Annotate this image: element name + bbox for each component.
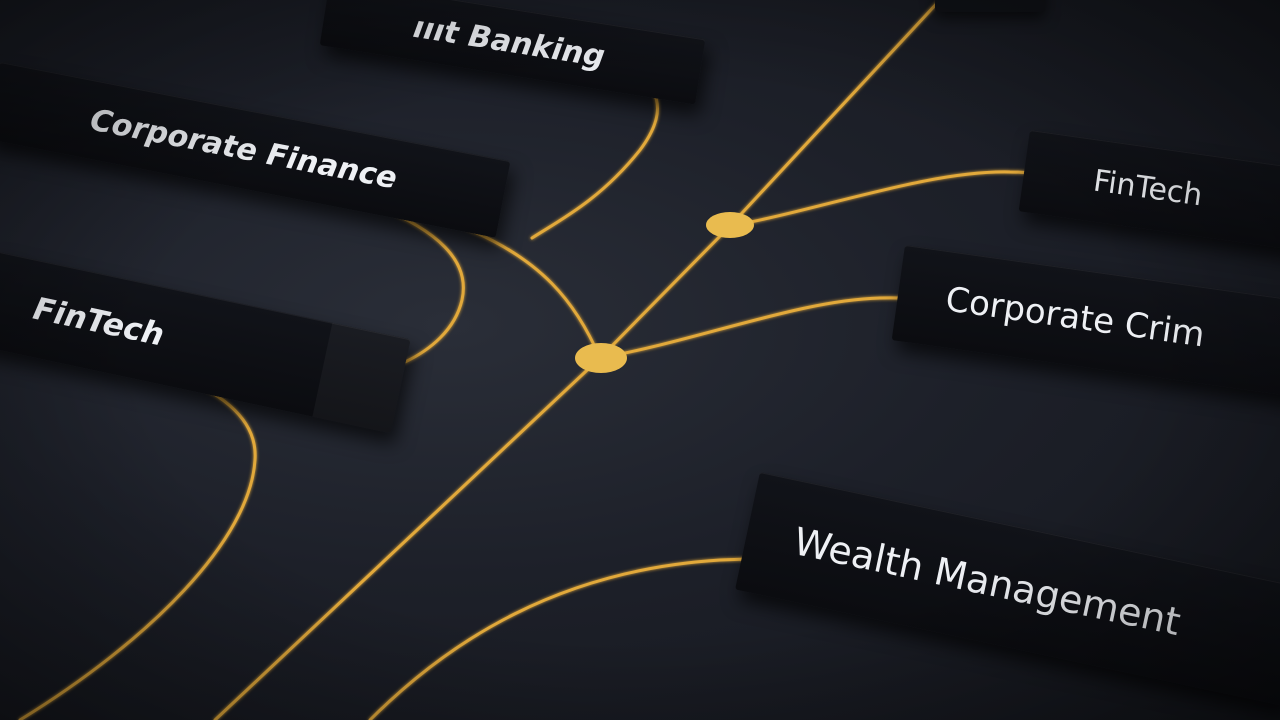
node-lower bbox=[575, 343, 627, 373]
fintech-left-label: FinTech bbox=[30, 290, 168, 354]
banking-label: ıııt Banking bbox=[410, 9, 608, 75]
node-upper bbox=[706, 212, 754, 238]
trunk-line bbox=[213, 0, 942, 720]
top-card-edge bbox=[935, 0, 1045, 12]
fintech-right-label: FinTech bbox=[1091, 163, 1205, 213]
corporate-crim-label: Corporate Crim bbox=[943, 279, 1208, 356]
